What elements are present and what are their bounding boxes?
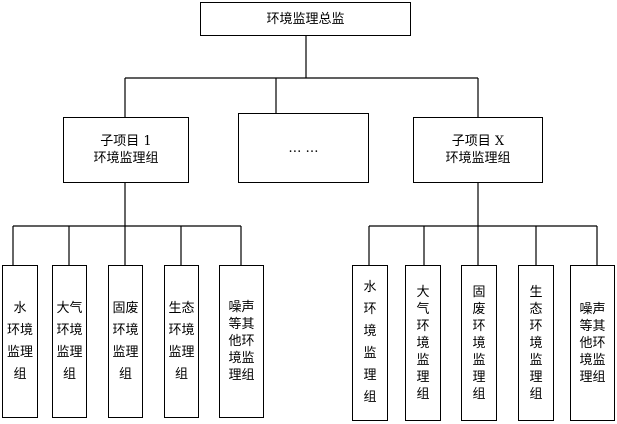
root-label: 环境监理总监 [266, 11, 345, 27]
right-ecology-group: 生 态 环 境 监 理 组 [518, 265, 554, 421]
ellipsis-node: … … [238, 113, 369, 183]
left-water-line-3: 监理 [6, 344, 33, 360]
left-ecology-text: 生态 环境 监理 组 [168, 298, 194, 386]
right-noise-line-5: 理组 [579, 369, 606, 385]
right-water-line-5: 理 [363, 368, 377, 383]
right-noise-line-1: 噪声 [579, 301, 606, 317]
left-noise-line-1: 噪声 [228, 300, 255, 315]
left-air-line-3: 监理 [56, 344, 83, 360]
left-water-line-1: 水 [13, 300, 27, 316]
right-solid-waste-group: 固 废 环 境 监 理 组 [461, 265, 497, 421]
subproject-1-node: 子项目 1 环境监理组 [63, 117, 189, 183]
right-solid-waste-line-4: 境 [472, 335, 486, 351]
left-solid-waste-line-4: 组 [118, 366, 132, 382]
right-air-line-7: 组 [416, 386, 430, 402]
left-solid-waste-group: 固废 环境 监理 组 [108, 265, 143, 418]
right-noise-line-4: 境监 [579, 352, 606, 368]
left-water-line-4: 组 [13, 366, 27, 382]
right-noise-line-3: 他环 [579, 335, 606, 351]
right-water-line-4: 监 [363, 346, 377, 361]
left-air-line-2: 环境 [56, 322, 83, 338]
left-ecology-group: 生态 环境 监理 组 [164, 265, 199, 418]
right-solid-waste-line-2: 废 [472, 301, 486, 317]
right-air-line-2: 气 [416, 301, 430, 317]
right-ecology-line-2: 态 [529, 301, 543, 317]
right-solid-waste-line-5: 监 [472, 352, 486, 368]
right-air-line-3: 环 [416, 318, 430, 334]
right-water-line-1: 水 [363, 280, 377, 295]
subproject-x-title: 子项目 X [451, 134, 505, 149]
left-ecology-line-3: 监理 [168, 344, 195, 360]
left-water-text: 水 环境 监理 组 [7, 298, 33, 386]
left-noise-line-2: 等其 [228, 317, 255, 332]
right-ecology-line-4: 境 [529, 335, 543, 351]
right-solid-waste-line-7: 组 [472, 386, 486, 402]
right-air-line-4: 境 [416, 335, 430, 351]
right-noise-group: 噪声 等其 他环 境监 理组 [570, 265, 615, 421]
left-noise-line-4: 境监 [228, 351, 255, 366]
right-air-line-1: 大 [416, 284, 430, 300]
right-water-line-6: 组 [363, 390, 377, 405]
right-noise-text: 噪声 等其 他环 境监 理组 [579, 301, 605, 386]
left-ecology-line-1: 生态 [168, 300, 195, 316]
right-solid-waste-text: 固 废 环 境 监 理 组 [472, 284, 485, 403]
left-air-text: 大气 环境 监理 组 [56, 298, 82, 386]
left-solid-waste-line-2: 环境 [112, 322, 139, 338]
right-ecology-line-7: 组 [529, 386, 543, 402]
right-solid-waste-line-6: 理 [472, 369, 486, 385]
left-noise-group: 噪声 等其 他环 境监 理组 [219, 265, 264, 418]
root-node: 环境监理总监 [200, 2, 411, 36]
right-air-line-5: 监 [416, 352, 430, 368]
right-air-text: 大 气 环 境 监 理 组 [416, 284, 429, 403]
right-solid-waste-line-1: 固 [472, 284, 486, 300]
right-ecology-line-5: 监 [529, 352, 543, 368]
left-water-group: 水 环境 监理 组 [2, 265, 38, 418]
right-noise-line-2: 等其 [579, 318, 606, 334]
ellipsis-label: … … [288, 140, 319, 156]
left-ecology-line-4: 组 [174, 366, 188, 382]
left-noise-line-3: 他环 [228, 334, 255, 349]
right-air-group: 大 气 环 境 监 理 组 [405, 265, 441, 421]
right-water-group: 水 环 境 监 理 组 [352, 265, 388, 421]
left-air-group: 大气 环境 监理 组 [52, 265, 87, 418]
left-solid-waste-line-1: 固废 [112, 300, 139, 316]
left-solid-waste-line-3: 监理 [112, 344, 139, 360]
subproject-1-group: 环境监理组 [93, 151, 159, 166]
left-noise-text: 噪声 等其 他环 境监 理组 [228, 299, 254, 384]
subproject-x-group: 环境监理组 [445, 151, 511, 166]
right-air-line-6: 理 [416, 369, 430, 385]
subproject-x-node: 子项目 X 环境监理组 [413, 117, 543, 183]
left-water-line-2: 环境 [6, 322, 33, 338]
right-ecology-line-1: 生 [529, 284, 543, 300]
right-solid-waste-line-3: 环 [472, 318, 486, 334]
left-air-line-4: 组 [62, 366, 76, 382]
left-noise-line-5: 理组 [228, 368, 255, 383]
left-air-line-1: 大气 [56, 300, 83, 316]
subproject-1-title: 子项目 1 [100, 134, 152, 149]
right-ecology-line-3: 环 [529, 318, 543, 334]
right-ecology-text: 生 态 环 境 监 理 组 [529, 284, 542, 403]
right-water-line-2: 环 [363, 302, 377, 317]
right-water-line-3: 境 [363, 324, 377, 339]
left-solid-waste-text: 固废 环境 监理 组 [112, 298, 138, 386]
left-ecology-line-2: 环境 [168, 322, 195, 338]
right-ecology-line-6: 理 [529, 369, 543, 385]
right-water-text: 水 环 境 监 理 组 [363, 277, 376, 409]
